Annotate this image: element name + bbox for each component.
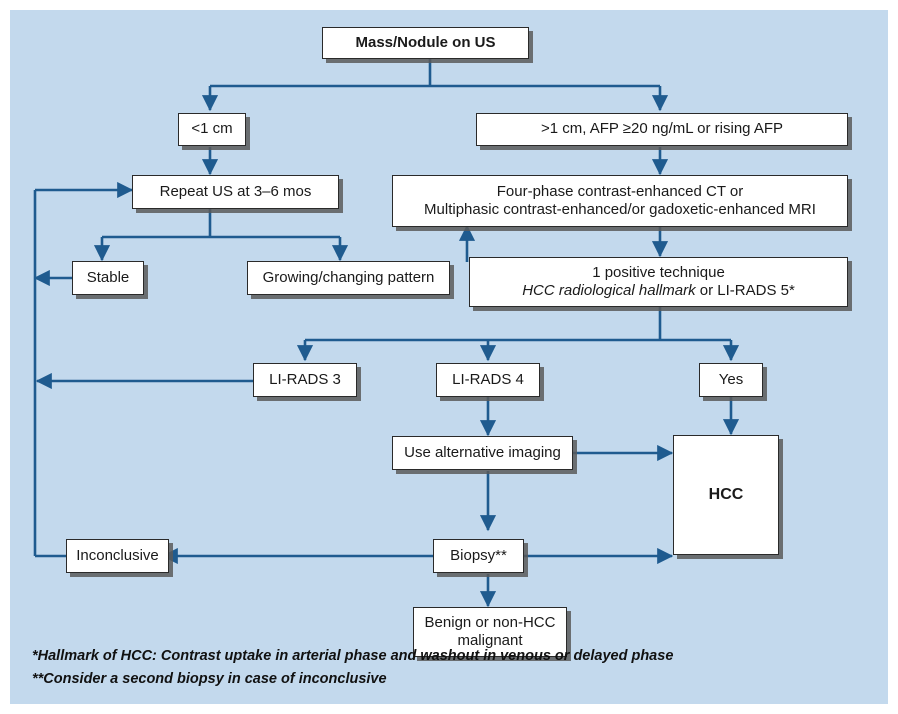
node-lirads-4[interactable]: LI-RADS 4 <box>436 363 540 397</box>
node-imaging-line1: Four-phase contrast-enhanced CT or <box>496 182 744 200</box>
node-biopsy-label: Biopsy** <box>450 546 507 564</box>
node-inconclusive-label: Inconclusive <box>76 546 159 564</box>
node-yes[interactable]: Yes <box>699 363 763 397</box>
node-small-lesion[interactable]: <1 cm <box>178 113 246 146</box>
node-alternative-imaging[interactable]: Use alternative imaging <box>392 436 573 470</box>
flowchart-panel: Mass/Nodule on US <1 cm >1 cm, AFP ≥20 n… <box>10 10 888 704</box>
node-root-label: Mass/Nodule on US <box>355 33 496 51</box>
node-lirads-4-label: LI-RADS 4 <box>452 370 524 388</box>
footnote-biopsy: **Consider a second biopsy in case of in… <box>32 670 387 687</box>
node-small-lesion-label: <1 cm <box>191 120 233 138</box>
node-lirads-3[interactable]: LI-RADS 3 <box>253 363 357 397</box>
node-repeat-us-label: Repeat US at 3–6 mos <box>159 182 312 200</box>
node-benign-nonhcc[interactable]: Benign or non-HCC malignant <box>413 607 567 657</box>
node-large-lesion-label: >1 cm, AFP ≥20 ng/mL or rising AFP <box>540 120 784 138</box>
node-biopsy[interactable]: Biopsy** <box>433 539 524 573</box>
node-growing-pattern[interactable]: Growing/changing pattern <box>247 261 450 295</box>
node-lirads-3-label: LI-RADS 3 <box>269 370 341 388</box>
footnotes: *Hallmark of HCC: Contrast uptake in art… <box>32 645 673 690</box>
node-root[interactable]: Mass/Nodule on US <box>322 27 529 59</box>
node-positive-technique[interactable]: 1 positive technique HCC radiological ha… <box>469 257 848 307</box>
node-inconclusive[interactable]: Inconclusive <box>66 539 169 573</box>
node-repeat-us[interactable]: Repeat US at 3–6 mos <box>132 175 339 209</box>
node-yes-label: Yes <box>718 370 744 388</box>
node-benign-line2: malignant <box>457 632 523 649</box>
node-benign-line1: Benign or non-HCC <box>424 613 556 631</box>
node-growing-pattern-label: Growing/changing pattern <box>262 268 435 286</box>
node-positive-line2: HCC radiological hallmark or LI-RADS 5* <box>522 282 795 300</box>
node-large-lesion[interactable]: >1 cm, AFP ≥20 ng/mL or rising AFP <box>476 113 848 146</box>
node-hcc[interactable]: HCC <box>673 435 779 555</box>
node-imaging-line2: Multiphasic contrast-enhanced/or gadoxet… <box>424 201 816 218</box>
footnote-hallmark: *Hallmark of HCC: Contrast uptake in art… <box>32 648 674 665</box>
node-imaging-modalities[interactable]: Four-phase contrast-enhanced CT or Multi… <box>392 175 848 227</box>
node-positive-hallmark: HCC radiological hallmark <box>522 282 696 299</box>
node-stable-label: Stable <box>86 268 130 286</box>
node-positive-lirads: or LI-RADS 5* <box>695 282 795 299</box>
node-alternative-imaging-label: Use alternative imaging <box>404 443 561 461</box>
node-positive-line1: 1 positive technique <box>592 263 725 281</box>
node-hcc-label: HCC <box>708 486 744 504</box>
node-stable[interactable]: Stable <box>72 261 144 295</box>
